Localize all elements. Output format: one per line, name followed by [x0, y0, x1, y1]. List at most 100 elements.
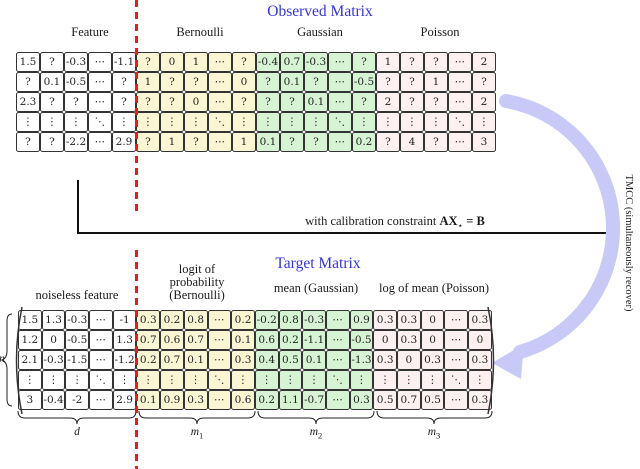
matrix-cell: 0.7 — [160, 350, 184, 370]
underbrace-m3-icon — [376, 410, 493, 425]
matrix-cell: ⋱ — [89, 370, 113, 390]
matrix-cell: 0.1 — [183, 350, 208, 370]
matrix-cell: ? — [160, 72, 184, 92]
matrix-cell: -2 — [65, 390, 90, 410]
matrix-cell: ? — [136, 52, 160, 72]
matrix-cell: 0.3 — [136, 310, 161, 330]
matrix-cell: ⋮ — [232, 112, 256, 132]
matrix-cell: 3 — [472, 132, 496, 152]
matrix-cell: ⋮ — [136, 112, 160, 132]
matrix-cell: ? — [472, 72, 496, 92]
matrix-cell: ⋮ — [16, 112, 40, 132]
matrix-cell: -0.4 — [41, 390, 66, 410]
matrix-cell: 4 — [400, 132, 424, 152]
matrix-cell: ? — [136, 92, 160, 112]
matrix-cell: 1 — [184, 52, 208, 72]
matrix-cell: 0.2 — [231, 310, 255, 330]
matrix-cell: ? — [160, 92, 184, 112]
matrix-cell: ⋯ — [88, 92, 112, 112]
matrix-cell: 1.5 — [18, 310, 42, 330]
matrix-cell: ⋮ — [65, 370, 90, 390]
matrix-cell: 0.6 — [231, 390, 255, 410]
matrix-cell: -0.7 — [302, 390, 326, 410]
matrix-cell: ⋯ — [328, 72, 352, 92]
matrix-cell: -1 — [112, 310, 137, 330]
matrix-cell: ? — [40, 92, 64, 112]
matrix-cell: ? — [376, 72, 400, 92]
matrix-cell: ⋮ — [420, 370, 445, 390]
target-header-poisson: log of mean (Poisson) — [378, 281, 490, 295]
matrix-cell: 0.3 — [373, 310, 397, 330]
matrix-cell: ? — [232, 92, 256, 112]
matrix-cell: 0.9 — [349, 310, 374, 330]
tmcc-side-label: TMCC (simultaneously recover) — [623, 174, 634, 312]
matrix-cell: 0.2 — [160, 310, 184, 330]
matrix-cell: ? — [16, 132, 40, 152]
matrix-cell: 2 — [472, 52, 496, 72]
matrix-cell: 2 — [472, 92, 496, 112]
matrix-cell: 0.3 — [397, 330, 421, 350]
matrix-cell: ⋮ — [468, 370, 492, 390]
matrix-cell: ⋮ — [41, 370, 66, 390]
matrix-cell: ⋯ — [328, 132, 352, 152]
calibration-constraint-label: with calibration constraint AX⋆ = B — [235, 214, 555, 232]
matrix-cell: -0.5 — [352, 72, 376, 92]
matrix-cell: ⋯ — [88, 132, 112, 152]
matrix-cell: ⋯ — [208, 132, 232, 152]
matrix-cell: 1 — [160, 132, 184, 152]
matrix-cell: 0.5 — [373, 390, 397, 410]
matrix-cell: ⋮ — [424, 112, 448, 132]
matrix-cell: ⋯ — [88, 72, 112, 92]
matrix-cell: ⋮ — [183, 370, 208, 390]
recovery-arc-arrowhead-icon — [492, 344, 524, 379]
matrix-cell: -1.2 — [112, 350, 137, 370]
matrix-cell: ⋯ — [325, 330, 350, 350]
matrix-cell: 2.3 — [16, 92, 40, 112]
matrix-cell: 0.1 — [231, 330, 255, 350]
matrix-cell: ⋮ — [278, 370, 303, 390]
matrix-cell: -0.3 — [302, 310, 326, 330]
matrix-cell: ⋯ — [448, 132, 472, 152]
matrix-cell: 0 — [232, 72, 256, 92]
dashed-divider-top — [135, 0, 138, 213]
dim-label-d: d — [57, 426, 97, 440]
matrix-cell: 1.2 — [18, 330, 42, 350]
target-header-feature: noiseless feature — [35, 288, 119, 302]
matrix-cell: ⋮ — [373, 370, 397, 390]
matrix-cell: ⋮ — [352, 112, 376, 132]
matrix-cell: ⋮ — [254, 370, 279, 390]
matrix-cell: ? — [184, 72, 208, 92]
matrix-cell: ⋯ — [207, 390, 232, 410]
matrix-cell: 0.3 — [468, 390, 492, 410]
matrix-cell: ⋯ — [444, 350, 469, 370]
matrix-cell: 2 — [376, 92, 400, 112]
matrix-cell: ⋮ — [112, 112, 136, 132]
observed-header-feature: Feature — [71, 25, 109, 39]
matrix-cell: ⋱ — [444, 370, 469, 390]
matrix-cell: ? — [112, 92, 136, 112]
matrix-cell: 0.8 — [278, 310, 303, 330]
matrix-cell: ⋮ — [64, 112, 88, 132]
matrix-cell: ⋯ — [208, 92, 232, 112]
matrix-cell: 0.5 — [420, 390, 445, 410]
matrix-cell: ⋯ — [448, 92, 472, 112]
elbow-arrow-vertical — [77, 180, 79, 233]
matrix-cell: ⋮ — [18, 370, 42, 390]
matrix-cell: ⋯ — [208, 72, 232, 92]
matrix-cell: 0 — [160, 52, 184, 72]
dim-label-m2-base: m — [309, 426, 319, 438]
matrix-cell: ⋯ — [444, 390, 469, 410]
matrix-cell: ? — [424, 132, 448, 152]
matrix-cell: ⋯ — [88, 52, 112, 72]
constraint-lhs: AX — [439, 214, 458, 228]
matrix-cell: ? — [304, 72, 328, 92]
matrix-cell: ? — [136, 132, 160, 152]
matrix-cell: 1.3 — [41, 310, 66, 330]
matrix-cell: ⋯ — [207, 330, 232, 350]
matrix-cell: 0 — [397, 350, 421, 370]
matrix-cell: 0.7 — [136, 330, 161, 350]
matrix-cell: ⋯ — [448, 52, 472, 72]
observed-matrix-title: Observed Matrix — [267, 3, 373, 20]
matrix-cell: ⋮ — [160, 112, 184, 132]
matrix-cell: 0.2 — [136, 350, 161, 370]
